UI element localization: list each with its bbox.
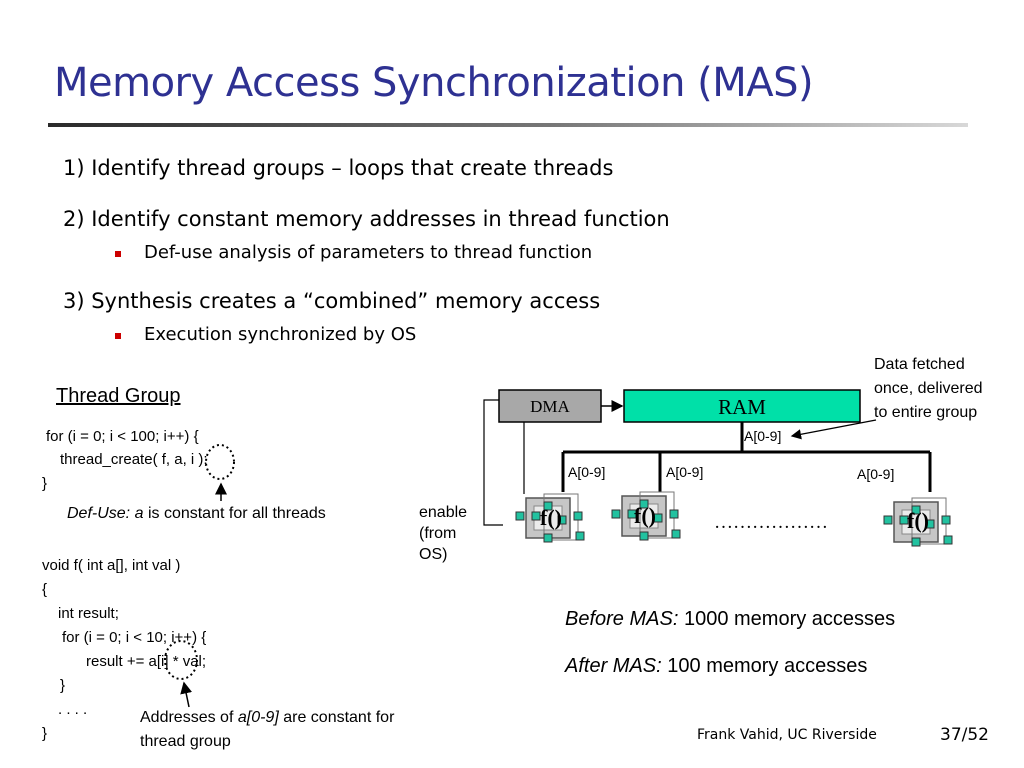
addresses-var: a[0-9] bbox=[237, 709, 279, 726]
point-2: 2) Identify constant memory addresses in… bbox=[63, 207, 670, 231]
address-label: A[0-9] bbox=[744, 428, 781, 444]
thread-group-heading: Thread Group bbox=[56, 385, 181, 407]
addresses-prefix: Addresses of bbox=[140, 709, 234, 726]
red-square-bullet-icon bbox=[115, 333, 121, 339]
enable-label-line: (from bbox=[419, 525, 457, 542]
code-line: void f( int a[], int val ) bbox=[42, 557, 181, 574]
code-line: } bbox=[42, 725, 48, 742]
address-label: A[0-9] bbox=[568, 464, 605, 480]
ram-label: RAM bbox=[718, 395, 766, 419]
code-line: . . . . bbox=[58, 701, 88, 718]
point-2-sub: Def-use analysis of parameters to thread… bbox=[144, 242, 593, 263]
code-line: for (i = 0; i < 100; i++) { bbox=[46, 428, 199, 445]
array-access-highlight bbox=[164, 640, 198, 680]
data-note: Data fetched once, delivered to entire g… bbox=[874, 353, 983, 425]
point-1: 1) Identify thread groups – loops that c… bbox=[63, 156, 614, 180]
addresses-note-line2: thread group bbox=[140, 733, 231, 750]
address-label: A[0-9] bbox=[857, 466, 894, 482]
after-mas: After MAS: 100 memory accesses bbox=[565, 655, 867, 678]
code-line: for (i = 0; i < 10; i++) { bbox=[62, 629, 207, 646]
function-label: f() bbox=[907, 508, 929, 533]
data-note-line: to entire group bbox=[874, 404, 978, 421]
code-line: result += a[i] * val; bbox=[86, 653, 207, 670]
defuse-rest: is constant for all threads bbox=[147, 505, 326, 522]
code-line: { bbox=[42, 581, 48, 598]
addresses-note: Addresses of a[0-9] are constant for bbox=[140, 709, 394, 727]
code-line: thread_create( f, a, i ); bbox=[60, 451, 208, 468]
code-line: int result; bbox=[58, 605, 119, 622]
enable-label-line: enable bbox=[419, 504, 468, 521]
before-label: Before MAS: bbox=[565, 608, 679, 630]
page-number: 37/52 bbox=[940, 725, 989, 745]
data-note-arrow bbox=[790, 419, 877, 440]
dma-label: DMA bbox=[530, 397, 570, 416]
function-label: f() bbox=[634, 503, 656, 528]
title-rule bbox=[48, 123, 968, 127]
enable-label-line: OS) bbox=[419, 546, 448, 563]
data-note-line: Data fetched bbox=[874, 356, 965, 373]
addresses-arrow bbox=[180, 681, 193, 708]
after-label: After MAS: bbox=[565, 655, 662, 677]
enable-label: enable (from OS) bbox=[419, 502, 467, 565]
enable-line bbox=[483, 399, 503, 526]
slide-title: Memory Access Synchronization (MAS) bbox=[54, 60, 814, 106]
var-a-highlight bbox=[205, 444, 235, 480]
point-3: 3) Synthesis creates a “combined” memory… bbox=[63, 289, 601, 313]
point-3-sub: Execution synchronized by OS bbox=[144, 324, 417, 345]
chip-ellipsis: ……………… bbox=[714, 512, 828, 533]
footer-author: Frank Vahid, UC Riverside bbox=[697, 727, 877, 743]
defuse-label: Def-Use: bbox=[67, 505, 131, 522]
data-note-line: once, delivered bbox=[874, 380, 983, 397]
function-label: f() bbox=[540, 505, 562, 530]
before-value: 1000 memory accesses bbox=[683, 608, 896, 630]
addresses-suffix: are constant for bbox=[283, 709, 395, 726]
before-mas: Before MAS: 1000 memory accesses bbox=[565, 608, 895, 631]
code-line: } bbox=[60, 677, 66, 694]
address-label: A[0-9] bbox=[666, 464, 703, 480]
defuse-var: a bbox=[134, 505, 144, 522]
after-value: 100 memory accesses bbox=[667, 655, 868, 677]
red-square-bullet-icon bbox=[115, 251, 121, 257]
code-line: } bbox=[42, 475, 48, 492]
defuse-note: Def-Use: a is constant for all threads bbox=[67, 505, 326, 523]
